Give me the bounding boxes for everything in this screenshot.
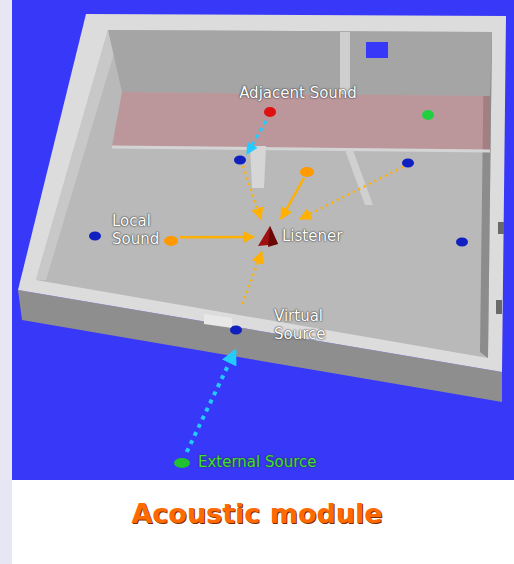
sound-path-arrow — [180, 236, 254, 239]
leader-arrow — [247, 121, 266, 154]
local-source-dot — [300, 167, 314, 177]
leader-arrow — [281, 178, 304, 219]
source-label-box: Listener — [254, 222, 350, 252]
wall-opening — [204, 314, 232, 328]
local-source-dot — [164, 236, 178, 246]
leader-arrow — [300, 167, 403, 219]
partition-wall — [250, 146, 266, 188]
source-label-box: External Source — [170, 452, 356, 474]
left-wall-face — [36, 30, 118, 280]
source-label: External Source — [198, 453, 317, 471]
wall-rim — [18, 14, 506, 372]
virtual-source-dot — [89, 232, 101, 241]
virtual-source-dot — [230, 326, 242, 335]
virtual-source-dot — [456, 238, 468, 247]
source-label: Local Sound — [112, 212, 166, 248]
wall-opening — [496, 300, 502, 314]
source-label-box: Local Sound — [108, 210, 180, 254]
source-label-box: Adjacent Sound — [236, 84, 363, 120]
source-label: Adjacent Sound — [236, 84, 360, 102]
source-label: Virtual Source — [274, 307, 338, 343]
source-label-box: Virtual Source — [226, 304, 344, 350]
source-label: Listener — [282, 227, 342, 245]
sound-path-arrow — [243, 252, 262, 304]
listener-cone — [258, 226, 278, 246]
roof-opening — [366, 42, 388, 58]
wall-opening — [498, 222, 504, 234]
diagram-title: Acoustic module — [0, 497, 514, 531]
adjacent-source-dot — [264, 107, 276, 117]
listener-cone-shade — [268, 226, 278, 247]
external-source-dot — [174, 458, 190, 468]
virtual-source-dot — [234, 156, 246, 165]
leader-arrow — [243, 166, 261, 219]
blue-ground — [12, 0, 514, 480]
partition-wall — [345, 150, 373, 205]
sound-path-arrow — [187, 350, 236, 452]
divider-wall — [112, 147, 490, 151]
floor — [36, 30, 492, 358]
side-strip — [0, 0, 12, 564]
virtual-source-dot — [402, 159, 414, 168]
adjacent-source-dot — [422, 110, 434, 120]
